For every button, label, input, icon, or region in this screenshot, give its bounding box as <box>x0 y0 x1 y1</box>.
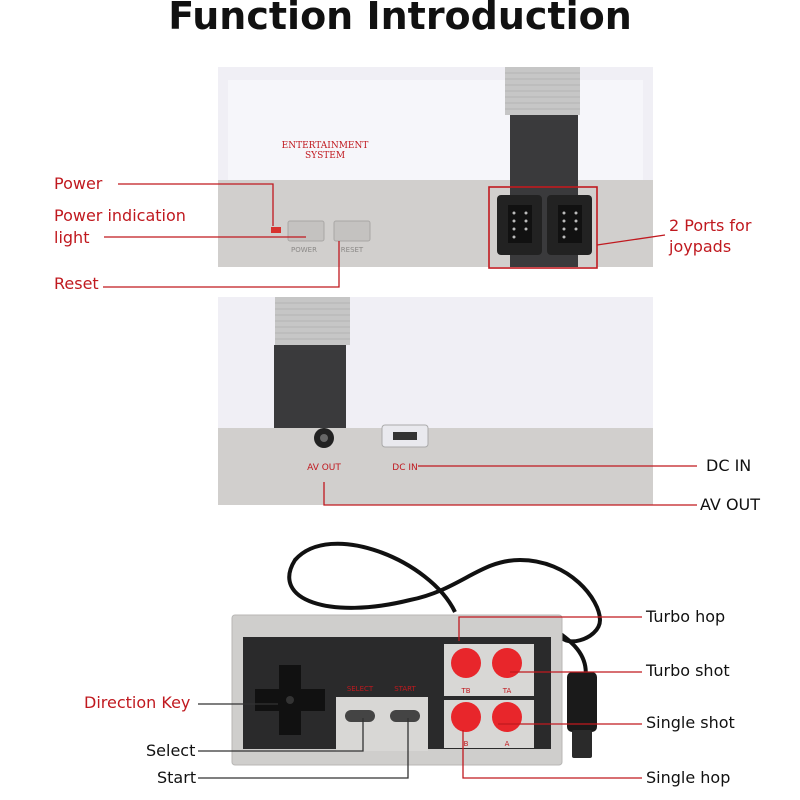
callout-lines-dark <box>198 703 409 779</box>
callout-lines <box>103 183 697 779</box>
controller-cable <box>287 541 603 644</box>
svg-text:SELECT: SELECT <box>347 685 374 693</box>
controller-plug <box>567 672 597 732</box>
svg-text:POWER: POWER <box>291 246 317 254</box>
callout-turbo-shot: Turbo shot <box>646 661 730 680</box>
callout-single-hop: Single hop <box>646 768 731 787</box>
callout-turbo-hop: Turbo hop <box>646 607 726 626</box>
callout-av-out: AV OUT <box>700 495 761 514</box>
turbo-shot-button <box>492 648 522 678</box>
callout-ports-1: 2 Ports for <box>669 216 752 235</box>
svg-text:TA: TA <box>502 687 512 695</box>
dc-in-port-label: DC IN <box>392 463 417 473</box>
callout-select: Select <box>146 741 196 760</box>
callout-dc-in: DC IN <box>706 456 752 475</box>
power-led <box>271 227 281 233</box>
callout-reset: Reset <box>54 274 99 293</box>
start-button <box>390 710 420 722</box>
callout-power-light-1: Power indication <box>54 206 186 225</box>
callout-single-shot: Single shot <box>646 713 735 732</box>
console-front: ENTERTAINMENT SYSTEM POWER RESET <box>218 67 653 269</box>
callout-power: Power <box>54 174 103 193</box>
badge-line-2: SYSTEM <box>305 151 345 161</box>
svg-text:START: START <box>394 685 416 693</box>
av-out-port-label: AV OUT <box>307 463 341 473</box>
power-switch <box>287 220 325 242</box>
callout-direction-key: Direction Key <box>84 693 191 712</box>
single-shot-button <box>492 702 522 732</box>
turbo-hop-button <box>451 648 481 678</box>
single-hop-button <box>451 702 481 732</box>
callout-start: Start <box>157 768 197 787</box>
console-back: AV OUT DC IN <box>218 297 653 505</box>
svg-text:B: B <box>464 740 469 748</box>
reset-switch <box>333 220 371 242</box>
svg-text:RESET: RESET <box>341 246 364 254</box>
svg-text:A: A <box>505 740 510 748</box>
svg-text:TB: TB <box>460 687 470 695</box>
ports-highlight-box <box>488 186 598 269</box>
select-button <box>345 710 375 722</box>
page-title: Function Introduction <box>168 0 632 38</box>
callout-power-light-2: light <box>54 228 90 247</box>
controller: SELECT START TB TA B A <box>231 614 563 766</box>
badge-line-1: ENTERTAINMENT <box>282 141 369 151</box>
callout-ports-2: joypads <box>669 237 732 256</box>
